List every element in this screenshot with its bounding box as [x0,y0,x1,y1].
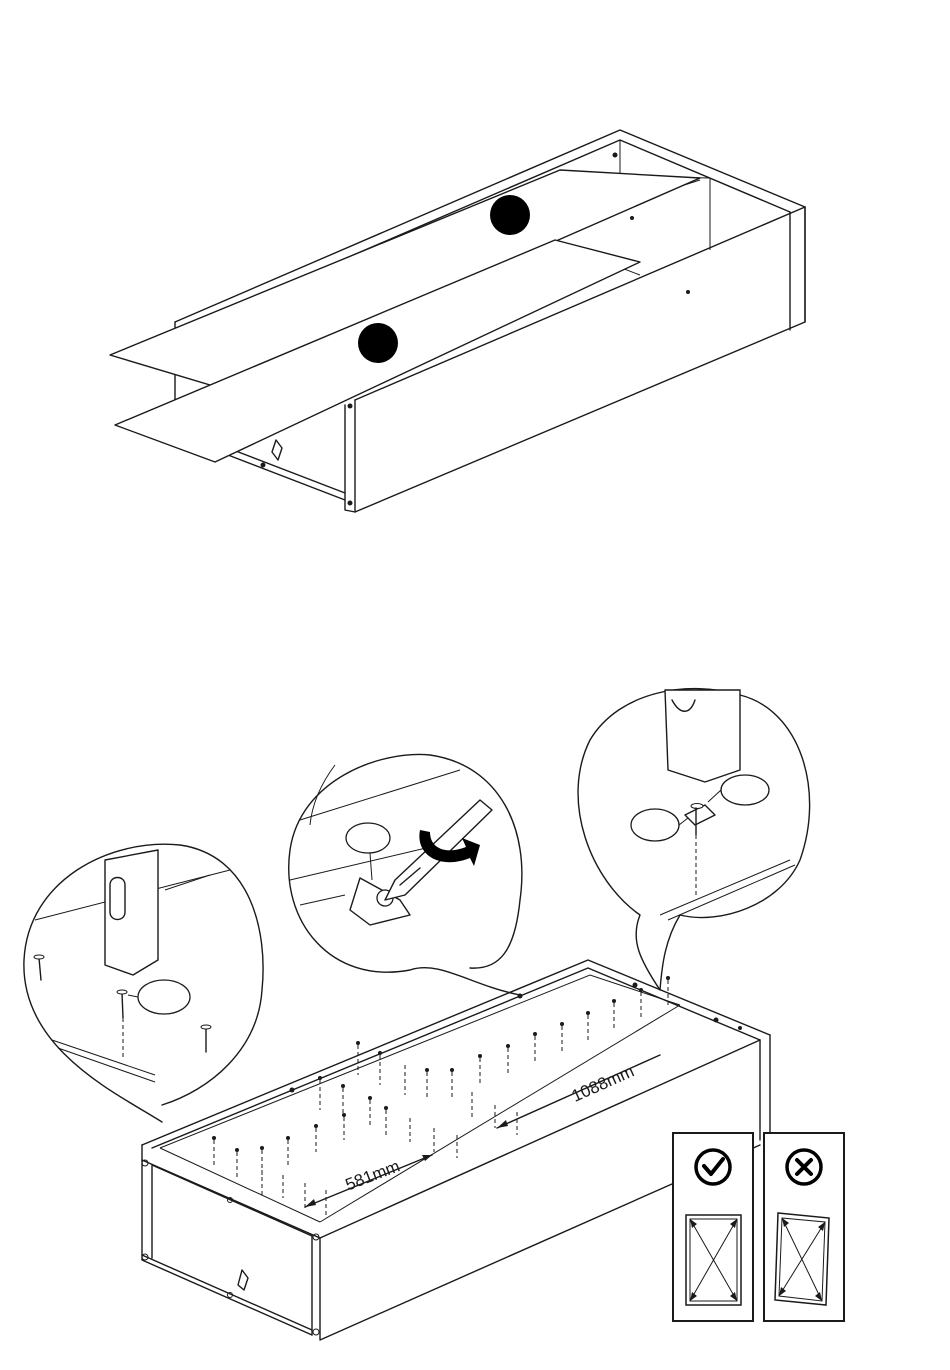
dimension-label-1088: 1088mm [569,1062,637,1106]
top-cabinet-assembly [110,130,805,512]
callout-dot-1 [490,195,530,235]
nail-plate-detail [578,689,810,990]
dimension-581: 581mm [305,1155,432,1207]
hammer-top-icon [665,690,740,782]
bracket-screw-detail [289,754,522,995]
squareness-correct [673,1133,753,1321]
nail-hammer-detail [24,844,263,1122]
hammer-icon [105,850,158,975]
callout-dot-2 [358,323,398,363]
squareness-incorrect [764,1133,844,1321]
dimension-label-581: 581mm [343,1156,403,1194]
